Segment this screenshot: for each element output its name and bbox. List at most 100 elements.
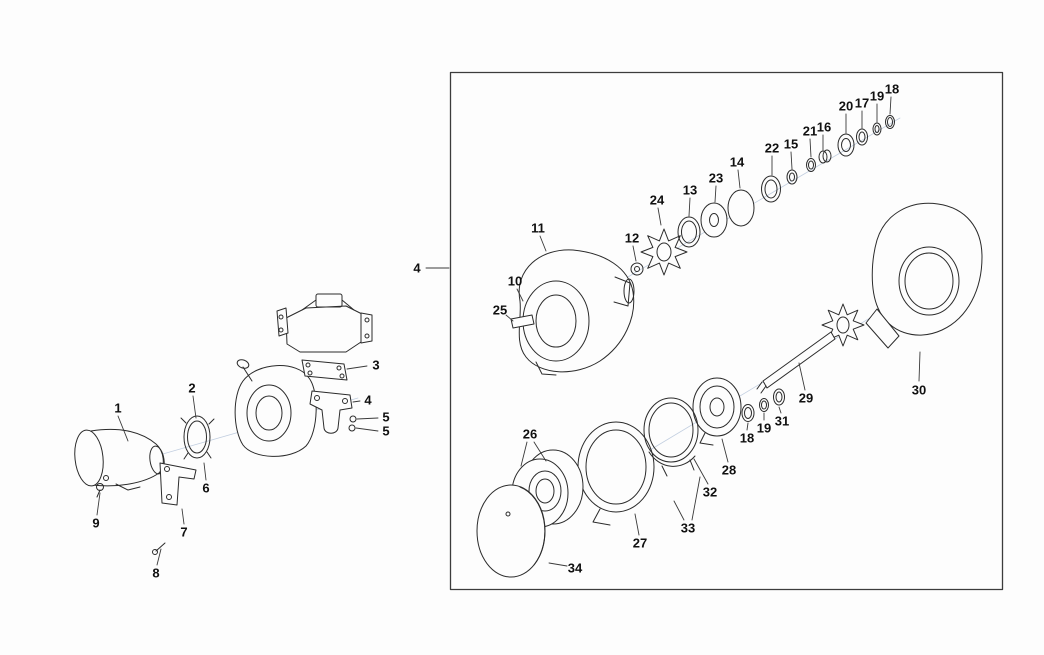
- part-compressor-housing: [519, 250, 634, 375]
- callout-1-0: 1: [114, 401, 121, 416]
- leader-line-18-31: [747, 423, 748, 430]
- callout-26-36: 26: [523, 427, 537, 442]
- leader-line-24-15: [658, 208, 661, 225]
- leader-line-5-4: [357, 418, 378, 419]
- callout-12-14: 12: [625, 231, 639, 246]
- callout-19-30: 19: [757, 421, 771, 436]
- callout-3-2: 3: [372, 358, 379, 373]
- part-turbine-housing: [866, 203, 982, 348]
- leader-line-13-16: [689, 198, 690, 216]
- callout-27-35: 27: [633, 536, 647, 551]
- callout-14-18: 14: [730, 155, 745, 170]
- part-mount-bracket: [160, 463, 196, 505]
- leader-line-25-13: [506, 315, 513, 321]
- callout-5-5: 5: [382, 424, 389, 439]
- part-gasket: [302, 360, 347, 380]
- part-plate-25: [511, 315, 534, 328]
- part-flinger-20: [838, 134, 854, 156]
- leader-line-21-21: [810, 139, 811, 157]
- part-compressor-housing-left: [235, 358, 316, 456]
- part-washer-18b: [742, 405, 754, 422]
- part-ring-21: [807, 159, 816, 172]
- callout-29-28: 29: [799, 391, 813, 406]
- callout-18-26: 18: [885, 82, 899, 97]
- leader-line-5-5: [356, 428, 378, 431]
- callout-2-1: 2: [188, 381, 195, 396]
- part-turbine-manifold: [277, 294, 372, 352]
- callout-25-13: 25: [493, 303, 507, 318]
- part-ring-17: [857, 129, 868, 145]
- leader-line-1-0: [118, 416, 128, 441]
- leader-line-4-3: [353, 401, 360, 402]
- leader-line-3-2: [347, 366, 367, 369]
- callout-19-25: 19: [870, 89, 884, 104]
- callout-24-15: 24: [650, 193, 665, 208]
- callout-9-9: 9: [92, 516, 99, 531]
- part-inlet-elbow: [72, 429, 166, 490]
- leader-line-32-33: [694, 459, 708, 484]
- leader-line-10-11: [517, 289, 523, 301]
- callout-11-12: 11: [531, 221, 545, 236]
- part-shaft-and-wheel: [757, 304, 864, 393]
- callout-20-23: 20: [839, 99, 853, 114]
- leader-line-15-20: [791, 152, 792, 169]
- callout-10-11: 10: [508, 274, 522, 289]
- part-backplate: [578, 422, 654, 525]
- part-washer-15: [787, 170, 797, 184]
- leader-line-12-14: [633, 246, 636, 261]
- callout-18-31: 18: [740, 431, 754, 446]
- part-bolt-9: [97, 484, 104, 498]
- part-clamp-33: [649, 452, 695, 476]
- part-bolt-8: [153, 543, 166, 555]
- callout-33-34: 33: [681, 521, 695, 536]
- part-shaft-nut: [631, 263, 643, 275]
- part-spacer-16: [819, 150, 831, 163]
- leader-line-26-36: [534, 442, 546, 461]
- part-v-clamp: [181, 416, 214, 459]
- part-adapter-elbow: [310, 391, 352, 433]
- callout-5-4: 5: [382, 410, 389, 425]
- part-bearing-housing: [693, 378, 741, 445]
- part-ring-32: [644, 398, 698, 462]
- frame-box: [451, 73, 1003, 590]
- part-snapring-18a: [886, 116, 895, 129]
- leader-line-7-7: [182, 509, 184, 524]
- leader-line-33-34: [692, 477, 700, 520]
- callout-7-7: 7: [180, 525, 187, 540]
- callout-17-24: 17: [855, 96, 869, 111]
- leader-line-33-34: [674, 501, 684, 520]
- callout-31-29: 31: [775, 414, 789, 429]
- leader-line-9-9: [97, 493, 100, 515]
- part-ring-19b: [760, 399, 769, 412]
- leader-line-11-12: [540, 236, 546, 251]
- leader-line-27-35: [635, 514, 639, 535]
- leader-line-31-29: [779, 407, 781, 413]
- part-seal-plate-23: [701, 203, 727, 237]
- callout-15-20: 15: [784, 137, 798, 152]
- callout-21-21: 21: [803, 124, 817, 139]
- leader-line-18-26: [890, 97, 891, 114]
- leader-line-34-37: [549, 563, 567, 566]
- callout-4-10: 4: [413, 261, 421, 276]
- part-ring-19a: [873, 123, 881, 135]
- callout-30-27: 30: [912, 383, 926, 398]
- part-spacer-31: [774, 389, 785, 405]
- leader-line-2-1: [193, 396, 196, 418]
- part-bolts-5: [349, 416, 356, 431]
- callout-16-22: 16: [817, 120, 831, 135]
- part-compressor-wheel: [641, 229, 687, 275]
- part-ring-13: [678, 217, 700, 247]
- part-bearing-22: [762, 176, 781, 202]
- callout-22-19: 22: [765, 141, 779, 156]
- leader-line-29-28: [799, 363, 805, 390]
- part-thrust-plate-14: [728, 190, 754, 226]
- callout-23-17: 23: [709, 171, 723, 186]
- callout-34-37: 34: [568, 561, 583, 576]
- callout-8-8: 8: [152, 566, 159, 581]
- callout-13-16: 13: [683, 183, 697, 198]
- leader-line-8-8: [157, 549, 161, 565]
- leader-line-14-18: [738, 170, 740, 188]
- part-diaphragm: [477, 485, 545, 577]
